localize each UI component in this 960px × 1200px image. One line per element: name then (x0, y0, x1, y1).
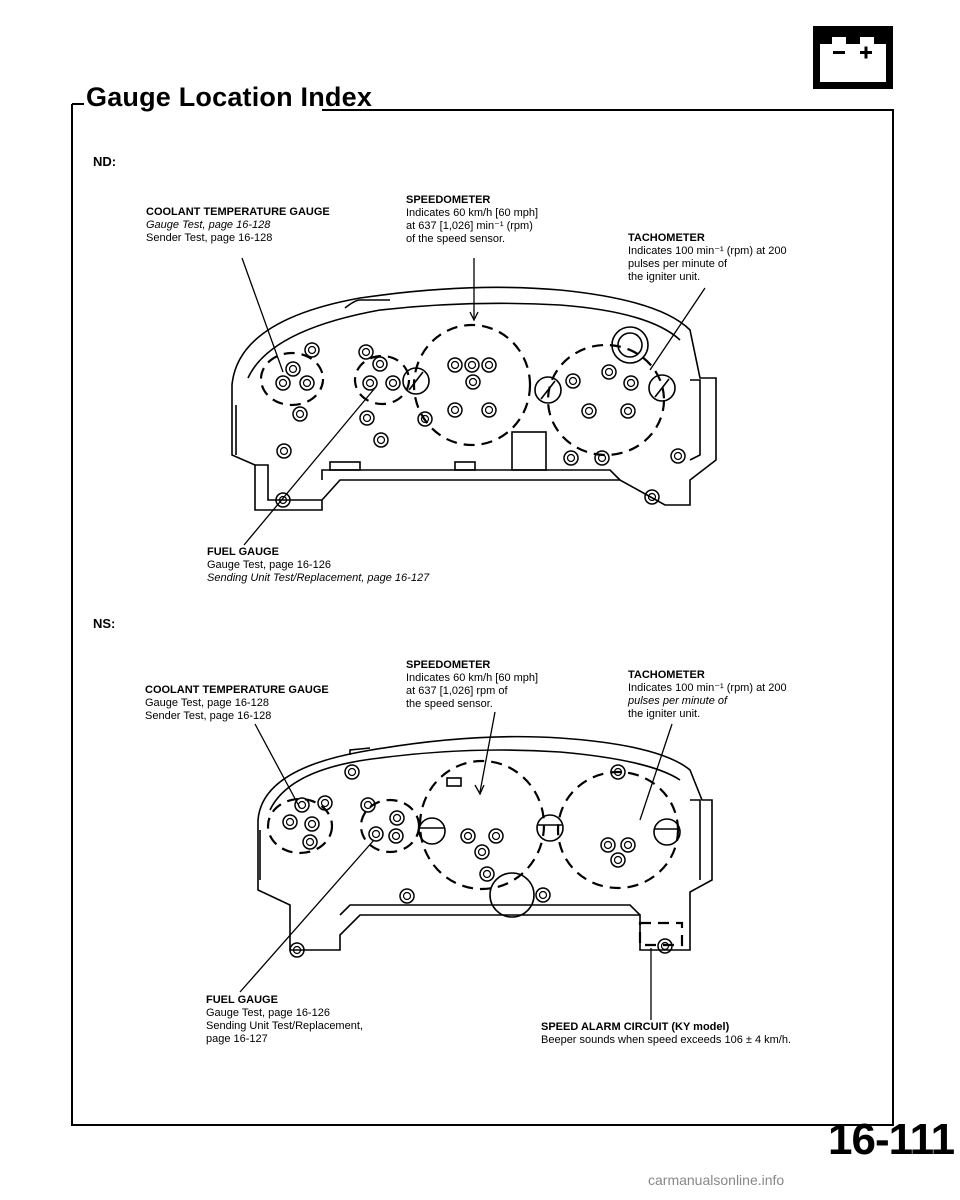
nd-speedometer-title: SPEEDOMETER (406, 194, 491, 206)
page-title: Gauge Location Index (86, 82, 373, 112)
ns-fuel-line2: Sending Unit Test/Replacement, (206, 1020, 363, 1032)
ns-dashed-gauges (266, 759, 684, 947)
ns-coolant-line2: Sender Test, page 16-128 (145, 710, 272, 722)
ns-cluster (257, 735, 713, 951)
ns-coolant-label: COOLANT TEMPERATURE GAUGE Gauge Test, pa… (145, 684, 329, 723)
ns-speedometer-line3: the speed sensor. (406, 698, 493, 710)
ns-speedometer-title: SPEEDOMETER (406, 659, 491, 671)
nd-fuel-line2: Sending Unit Test/Replacement, page 16-1… (207, 572, 430, 584)
ns-leader-lines (239, 711, 673, 1020)
footer-watermark: carmanualsonline.info (648, 1172, 785, 1188)
ns-coolant-line1: Gauge Test, page 16-128 (145, 697, 269, 709)
nd-cluster (231, 286, 717, 511)
ns-tachometer-line2: pulses per minute of (628, 695, 728, 707)
page-number: 16-111 (828, 1115, 955, 1164)
ns-coolant-title: COOLANT TEMPERATURE GAUGE (145, 684, 329, 696)
ns-tachometer-line3: the igniter unit. (628, 708, 701, 720)
battery-icon (813, 26, 893, 89)
nd-dashed-gauges (259, 323, 666, 457)
nd-fuel-title: FUEL GAUGE (207, 546, 279, 558)
ns-fuel-line1: Gauge Test, page 16-126 (206, 1007, 330, 1019)
ns-screws (282, 764, 673, 958)
nd-speedometer-line3: of the speed sensor. (406, 233, 506, 245)
page-frame (71, 103, 894, 1126)
nd-tachometer-line1: Indicates 100 min⁻¹ (rpm) at 200 (628, 245, 787, 257)
nd-speedometer-label: SPEEDOMETER Indicates 60 km/h [60 mph] a… (406, 194, 538, 246)
nd-gauge-pins (402, 326, 676, 404)
ns-fuel-line3: page 16-127 (206, 1033, 268, 1045)
ns-tachometer-title: TACHOMETER (628, 669, 705, 681)
ns-speed-alarm-title: SPEED ALARM CIRCUIT (KY model) (541, 1021, 730, 1033)
nd-tachometer-title: TACHOMETER (628, 232, 705, 244)
nd-coolant-title: COOLANT TEMPERATURE GAUGE (146, 206, 330, 218)
nd-fuel-label: FUEL GAUGE Gauge Test, page 16-126 Sendi… (207, 546, 429, 585)
nd-coolant-label: COOLANT TEMPERATURE GAUGE Gauge Test, pa… (146, 206, 330, 245)
ns-tachometer-line1: Indicates 100 min⁻¹ (rpm) at 200 (628, 682, 787, 694)
nd-tachometer-line3: the igniter unit. (628, 271, 701, 283)
nd-tachometer-line2: pulses per minute of (628, 258, 728, 270)
nd-coolant-line1: Gauge Test, page 16-128 (146, 219, 271, 231)
ns-speed-alarm-line1: Beeper sounds when speed exceeds 106 ± 4… (541, 1034, 792, 1046)
nd-tachometer-label: TACHOMETER Indicates 100 min⁻¹ (rpm) at … (628, 232, 787, 284)
ns-speedometer-label: SPEEDOMETER Indicates 60 km/h [60 mph] a… (406, 659, 538, 711)
ns-speedometer-line2: at 637 [1,026] rpm of (406, 685, 508, 697)
nd-coolant-line2: Sender Test, page 16-128 (146, 232, 273, 244)
ns-fuel-title: FUEL GAUGE (206, 994, 278, 1006)
ns-speedometer-line1: Indicates 60 km/h [60 mph] (406, 672, 539, 684)
ns-section-label: NS: (93, 616, 116, 631)
ns-fuel-label: FUEL GAUGE Gauge Test, page 16-126 Sendi… (206, 994, 363, 1046)
nd-leader-lines (241, 257, 706, 546)
nd-speedometer-line2: at 637 [1,026] min⁻¹ (rpm) (406, 220, 533, 232)
ns-gauge-pins (418, 777, 681, 918)
ns-speed-alarm-label: SPEED ALARM CIRCUIT (KY model) Beeper so… (541, 1021, 791, 1047)
nd-fuel-line1: Gauge Test, page 16-126 (207, 559, 331, 571)
nd-section-label: ND: (93, 154, 117, 169)
ns-tachometer-label: TACHOMETER Indicates 100 min⁻¹ (rpm) at … (628, 669, 787, 721)
nd-speedometer-line1: Indicates 60 km/h [60 mph] (406, 207, 539, 219)
